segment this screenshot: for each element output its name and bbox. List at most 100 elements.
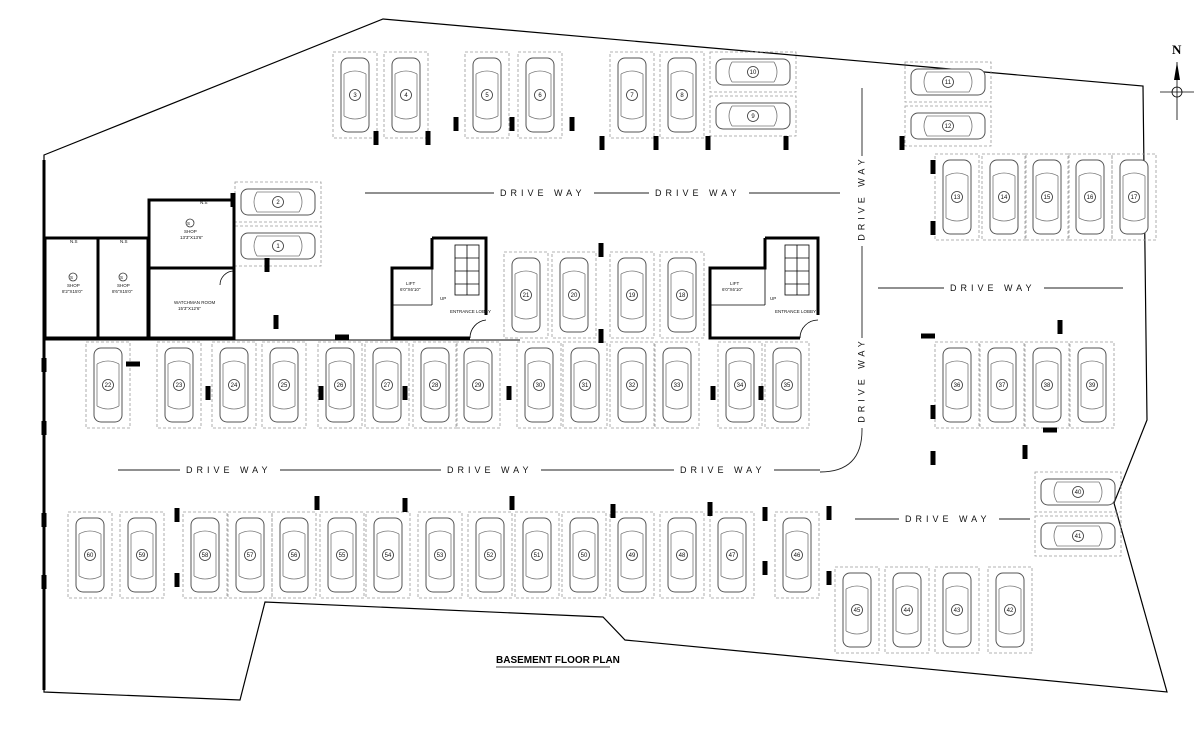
- column: [1057, 320, 1063, 334]
- watchman-name: WATCHMAN ROOM: [174, 300, 215, 305]
- car-number-marker: [481, 89, 493, 101]
- parking-slot: [467, 511, 513, 599]
- car-rear-window: [394, 115, 418, 120]
- parking-slot: [261, 341, 307, 429]
- parking-slot: [1034, 471, 1122, 513]
- parking-slot: [364, 341, 410, 429]
- parking-slot: [417, 511, 463, 599]
- parking-slot: [709, 51, 797, 93]
- car-rear-window: [773, 105, 778, 127]
- car-number: 2: [276, 200, 280, 206]
- column: [1043, 427, 1057, 433]
- car-rear-window: [298, 191, 303, 213]
- column: [41, 421, 47, 435]
- car-number-marker: [381, 379, 393, 391]
- car-number-marker: [334, 379, 346, 391]
- column: [762, 561, 768, 575]
- parked-car: 54: [373, 517, 403, 593]
- car-number-marker: [1041, 379, 1053, 391]
- car-windshield: [670, 530, 694, 535]
- parked-car: 2: [240, 188, 316, 216]
- column: [707, 502, 713, 516]
- column: [509, 117, 515, 131]
- car-rear-window: [670, 575, 694, 580]
- car-rear-window: [945, 405, 969, 410]
- parking-slot: [1111, 153, 1157, 241]
- column: [41, 575, 47, 589]
- car-windshield: [1053, 525, 1058, 547]
- car-rear-window: [620, 115, 644, 120]
- parking-slot: [517, 51, 563, 139]
- parking-slot: [904, 105, 992, 147]
- car-number: 14: [1001, 195, 1008, 201]
- car-number: 5: [485, 93, 489, 99]
- driveway-label-bg: [899, 512, 999, 524]
- parking-slots: [67, 51, 1157, 654]
- parking-slot: [271, 511, 317, 599]
- car-windshield: [328, 360, 352, 365]
- column: [205, 386, 211, 400]
- car-number-marker: [626, 549, 638, 561]
- car-windshield: [475, 70, 499, 75]
- parked-car: 20: [559, 257, 589, 333]
- car-number: 59: [139, 553, 146, 559]
- column: [318, 386, 324, 400]
- car-rear-window: [527, 405, 551, 410]
- car-rear-window: [222, 405, 246, 410]
- car-number-marker: [520, 289, 532, 301]
- car-rear-window: [620, 315, 644, 320]
- car-number-marker: [791, 549, 803, 561]
- car-number: 8: [680, 93, 684, 99]
- car-rear-window: [665, 405, 689, 410]
- column: [1022, 445, 1028, 459]
- car-windshield: [1053, 481, 1058, 503]
- car-windshield: [845, 585, 869, 590]
- parked-car: 60: [75, 517, 105, 593]
- north-label: N: [1172, 42, 1182, 57]
- parking-slot: [319, 511, 365, 599]
- car-number-marker: [1072, 530, 1084, 542]
- car-number-marker: [336, 549, 348, 561]
- car-rear-window: [1080, 405, 1104, 410]
- car-number-marker: [1004, 604, 1016, 616]
- car-number: 31: [582, 383, 589, 389]
- column: [930, 160, 936, 174]
- car-windshield: [423, 360, 447, 365]
- car-number: 37: [999, 383, 1006, 389]
- car-windshield: [478, 530, 502, 535]
- north-arrow: N: [1160, 42, 1194, 120]
- car-number: 54: [385, 553, 392, 559]
- parking-slot: [1024, 153, 1070, 241]
- driveway-label-bg: [441, 463, 541, 475]
- car-rear-window: [1078, 217, 1102, 222]
- car-number: 39: [1089, 383, 1096, 389]
- shop-left-dims: 8'2"X15'0": [62, 289, 83, 294]
- car-rear-window: [167, 405, 191, 410]
- car-number: 48: [679, 553, 686, 559]
- car-number: 25: [281, 383, 288, 389]
- watchman-dims: 15'3"X12'6": [178, 306, 201, 311]
- driveway-label-bg: [494, 186, 594, 198]
- parked-car: 58: [190, 517, 220, 593]
- driveway-label: DRIVE WAY: [500, 188, 586, 198]
- car-windshield: [528, 70, 552, 75]
- car-windshield: [998, 585, 1022, 590]
- car-number-marker: [272, 196, 284, 208]
- car-rear-window: [466, 405, 490, 410]
- car-number: 19: [629, 293, 636, 299]
- car-rear-window: [620, 405, 644, 410]
- car-number: 6: [538, 93, 542, 99]
- shop-left-id: S: [70, 275, 73, 280]
- parking-slot: [119, 511, 165, 599]
- car-number: 57: [247, 553, 254, 559]
- parked-car: 5: [472, 57, 502, 133]
- car-number: 58: [202, 553, 209, 559]
- parking-slot: [383, 51, 429, 139]
- parking-slot: [516, 341, 562, 429]
- parking-slot: [503, 251, 549, 339]
- parked-car: 33: [662, 347, 692, 423]
- shop-left-tag: N.S: [70, 239, 78, 244]
- driveway-label: DRIVE WAY: [186, 465, 272, 475]
- car-windshield: [670, 270, 694, 275]
- car-rear-window: [573, 405, 597, 410]
